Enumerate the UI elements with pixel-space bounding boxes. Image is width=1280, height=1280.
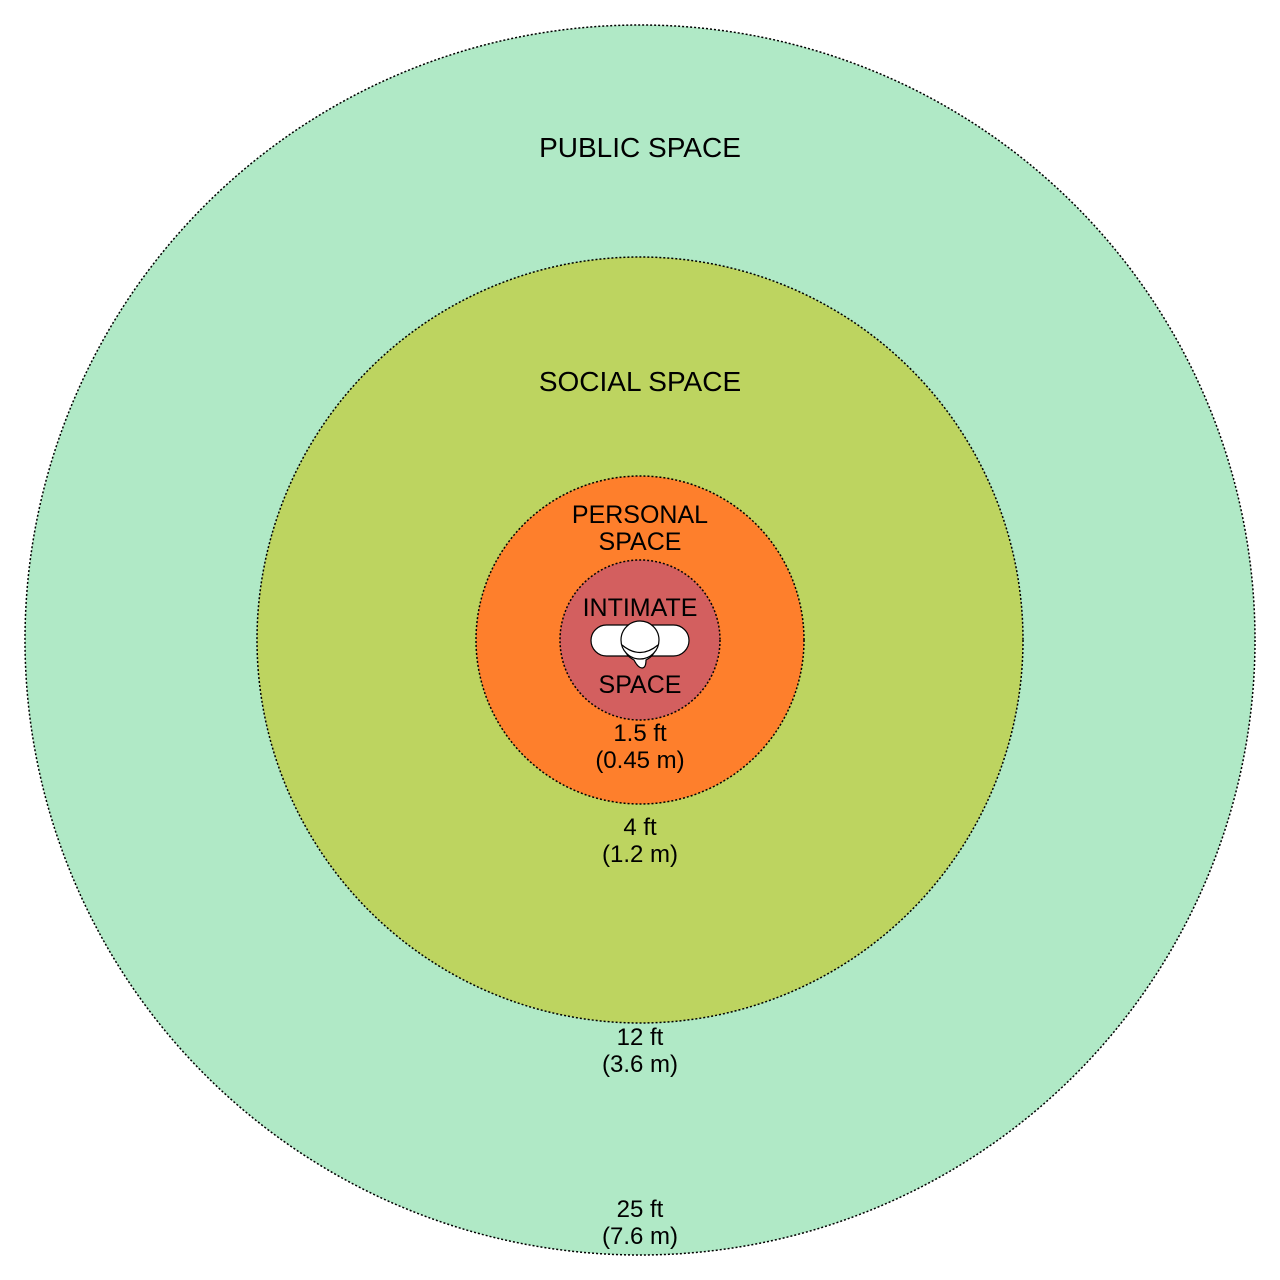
public-distance-m: (7.6 m) (601, 1223, 678, 1250)
personal-space-title-line2: SPACE (598, 528, 682, 556)
public-distance-ft: 25 ft (616, 1196, 664, 1223)
public-space-title: PUBLIC SPACE (539, 132, 741, 163)
personal-space-title-line1: PERSONAL (571, 501, 709, 529)
intimate-space-title-line2: SPACE (598, 671, 682, 699)
intimate-distance-m: (0.45 m) (595, 747, 685, 774)
personal-distance-ft: 4 ft (623, 814, 657, 841)
personal-distance-m: (1.2 m) (601, 841, 678, 868)
social-distance-ft: 12 ft (616, 1024, 664, 1051)
social-distance-m: (3.6 m) (601, 1051, 678, 1078)
person-top-view-icon (590, 620, 690, 669)
intimate-space-title-line1: INTIMATE (582, 594, 698, 622)
intimate-distance-ft: 1.5 ft (613, 720, 667, 747)
social-space-title: SOCIAL SPACE (538, 366, 742, 397)
